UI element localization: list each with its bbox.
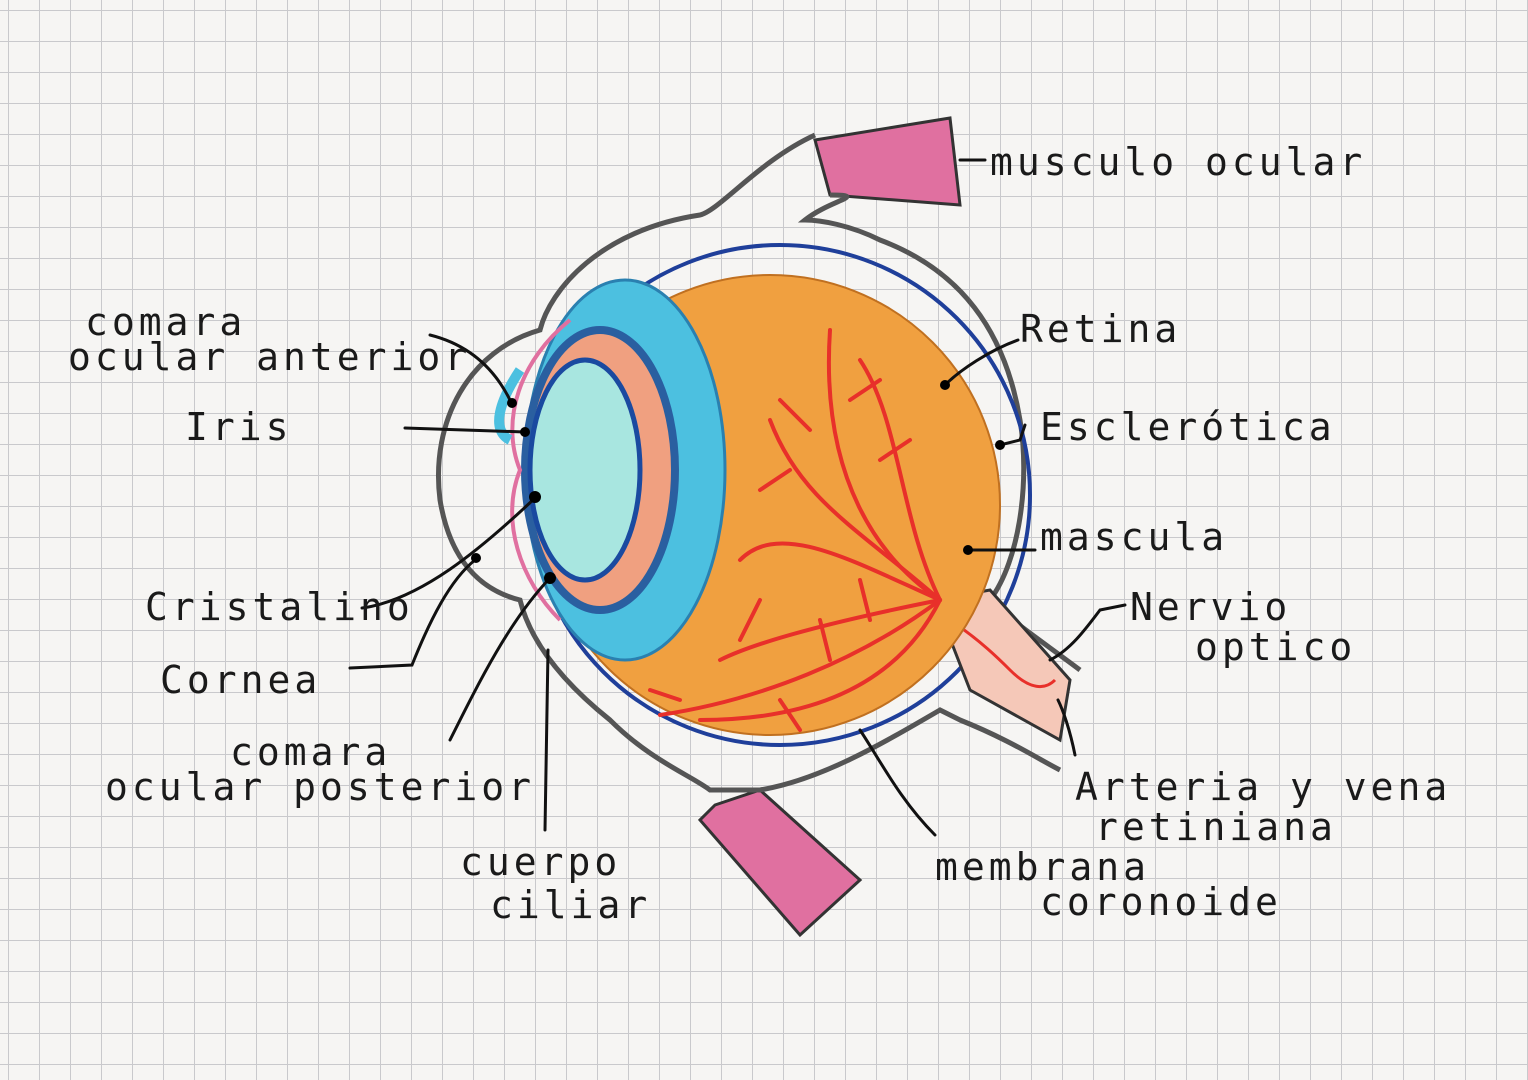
label-camara-posterior-1: comara [230, 730, 391, 774]
label-arteria: Arteria y vena [1075, 765, 1451, 809]
label-camara-anterior-2: ocular anterior [68, 335, 471, 379]
label-nervio: Nervio [1130, 585, 1291, 629]
leader-lines [348, 158, 1127, 837]
label-macula: mascula [1040, 515, 1228, 559]
label-cornea: Cornea [160, 658, 321, 702]
label-ciliar: ciliar [490, 883, 651, 927]
optic-nerve-vessel [949, 618, 1057, 689]
label-iris: Iris [185, 405, 293, 449]
cornea [510, 318, 572, 622]
label-retina: Retina [1020, 307, 1181, 351]
label-camara-anterior-1: comara [85, 300, 246, 344]
label-cuerpo: cuerpo [460, 840, 621, 884]
label-optico: optico [1195, 625, 1356, 669]
label-membrana: membrana [935, 845, 1150, 889]
anterior-chamber [494, 367, 525, 445]
label-retiniana: retiniana [1095, 805, 1337, 849]
retinal-vessels [648, 328, 942, 732]
label-musculo-ocular: musculo ocular [990, 140, 1366, 184]
lower-eye-muscle [697, 788, 863, 938]
crystalline-lens [527, 357, 643, 583]
label-camara-posterior-2: ocular posterior [105, 765, 535, 809]
label-coronoide: coronoide [1040, 880, 1282, 924]
label-cristalino: Cristalino [145, 585, 414, 629]
upper-eye-muscle [813, 116, 962, 207]
label-esclerotica: Esclerótica [1040, 405, 1336, 449]
